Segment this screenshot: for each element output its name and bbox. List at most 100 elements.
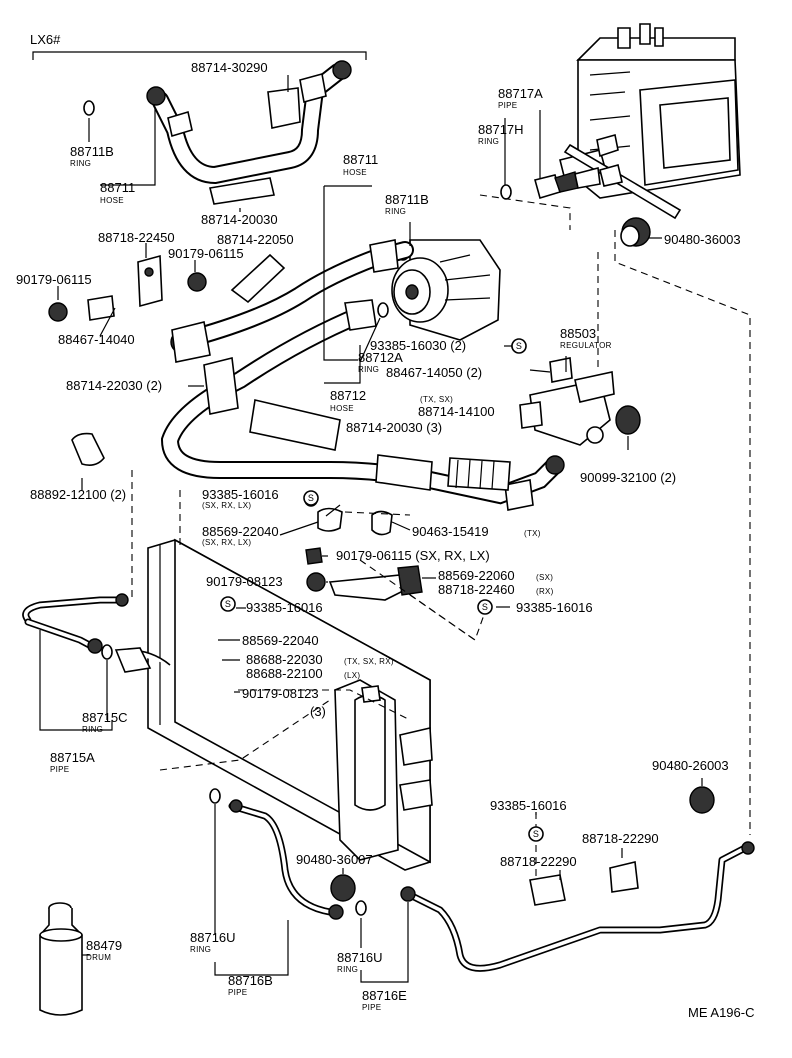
label-88479-sub: DRUM: [86, 953, 111, 962]
svg-text:S: S: [482, 602, 488, 612]
label-88717H: 88717H: [478, 122, 524, 137]
label-93385-16016-d: 93385-16016: [490, 798, 567, 813]
label-88688-22030-note: (TX, SX, RX): [344, 657, 394, 666]
s-symbol-93385-16016-b: [220, 596, 236, 612]
grommet-90480-36003: [620, 217, 651, 247]
label-90179-06115-c: 90179-06115 (SX, RX, LX): [336, 548, 490, 563]
variant-label: LX6#: [30, 32, 61, 47]
s-symbol-93385-16030: [511, 338, 527, 354]
label-88711B-a: 88711B: [70, 144, 114, 159]
leader-lines: [39, 75, 703, 983]
label-93385-16016-a: 93385-16016: [202, 487, 279, 502]
label-88714-14100: 88714-14100: [418, 404, 495, 419]
label-88711-b-sub: HOSE: [343, 168, 367, 177]
label-93385-16016-b: 93385-16016: [246, 600, 323, 615]
hose-88711-main-drawing: [170, 239, 414, 363]
s-symbol-93385-16016-a: [303, 490, 319, 506]
label-90179-08123-b: 90179-08123: [242, 686, 319, 701]
label-88711B-b-sub: RING: [385, 207, 406, 216]
label-88712A: 88712A: [358, 350, 403, 365]
label-88711-a: 88711: [100, 180, 135, 195]
label-88715C-sub: RING: [82, 725, 103, 734]
label-88714-22030: 88714-22030 (2): [66, 378, 162, 393]
label-88479: 88479: [86, 938, 122, 953]
label-88712-sub: HOSE: [330, 404, 354, 413]
label-88892-12100: 88892-12100 (2): [30, 487, 126, 502]
label-88718-22450: 88718-22450: [98, 230, 175, 245]
drum-88479-drawing: [39, 902, 83, 1016]
label-88717A: 88717A: [498, 86, 543, 101]
small-hardware-left: [48, 254, 207, 466]
pipe-88716E-drawing: [400, 786, 755, 972]
label-88716E: 88716E: [362, 988, 407, 1003]
label-88716U-a: 88716U: [190, 930, 236, 945]
label-88716U-b: 88716U: [337, 950, 383, 965]
figure-code: ME A196-C: [688, 1005, 754, 1020]
label-88716B-sub: PIPE: [228, 988, 247, 997]
label-90179-08123-a: 90179-08123: [206, 574, 283, 589]
label-90463-15419: 90463-15419: [412, 524, 489, 539]
label-90099-32100: 90099-32100 (2): [580, 470, 676, 485]
label-88716U-b-sub: RING: [337, 965, 358, 974]
label-88716B: 88716B: [228, 973, 273, 988]
dashed-leader-lines: [131, 194, 751, 878]
label-88503-sub: REGULATOR: [560, 341, 612, 350]
label-88714-20030-a: 88714-20030: [201, 212, 278, 227]
label-88711-a-sub: HOSE: [100, 196, 124, 205]
protector-sleeves: [203, 253, 511, 491]
label-90179-06115-b: 90179-06115: [168, 246, 244, 261]
label-88718-22290-a: 88718-22290: [582, 831, 659, 846]
pipe-88717A-drawing: [500, 166, 601, 200]
label-90480-36007: 90480-36007: [296, 852, 373, 867]
label-88716U-a-sub: RING: [190, 945, 211, 954]
label-88714-30290: 88714-30290: [191, 60, 268, 75]
label-88715A-sub: PIPE: [50, 765, 69, 774]
label-88711B-a-sub: RING: [70, 159, 91, 168]
label-88714-20030-b: 88714-20030 (3): [346, 420, 442, 435]
s-symbol-93385-16016-d: [528, 826, 544, 842]
label-88711-b: 88711: [343, 152, 378, 167]
label-93385-16030: 93385-16030 (2): [370, 338, 466, 353]
hose-88711-lx6-drawing: [83, 60, 352, 205]
label-88688-22100-note: (LX): [344, 671, 360, 680]
label-88718-22460-note: (RX): [536, 587, 554, 596]
label-88717A-sub: PIPE: [498, 101, 517, 110]
s-symbol-93385-16016-c: [477, 599, 493, 615]
lx6-bracket: [32, 51, 367, 60]
svg-text:S: S: [225, 599, 231, 609]
label-88715A: 88715A: [50, 750, 95, 765]
label-88569-22040-a: 88569-22040: [202, 524, 279, 539]
label-88715C: 88715C: [82, 710, 128, 725]
pipe-88715A-drawing: [22, 593, 152, 673]
label-88569-22060-note: (SX): [536, 573, 553, 582]
s-symbols: S S S S S: [220, 338, 544, 842]
label-88569-22040-b: 88569-22040: [242, 633, 319, 648]
part-labels: LX6# 88714-30290 88711B RING 88711 HOSE …: [16, 32, 754, 1020]
label-88467-14040: 88467-14040: [58, 332, 135, 347]
label-88717H-sub: RING: [478, 137, 499, 146]
label-88716E-sub: PIPE: [362, 1003, 381, 1012]
label-88718-22290-b: 88718-22290: [500, 854, 577, 869]
label-93385-16016-a-note: (SX, RX, LX): [202, 501, 251, 510]
svg-text:S: S: [533, 829, 539, 839]
label-88503: 88503: [560, 326, 596, 341]
svg-text:S: S: [516, 341, 522, 351]
label-88688-22100: 88688-22100: [246, 666, 323, 681]
label-90480-36003: 90480-36003: [664, 232, 741, 247]
label-88712: 88712: [330, 388, 366, 403]
condenser-drawing: [119, 538, 433, 871]
svg-text:S: S: [308, 493, 314, 503]
label-88711B-b: 88711B: [385, 192, 429, 207]
label-93385-16016-c: 93385-16016: [516, 600, 593, 615]
label-88714-14100-note: (TX, SX): [420, 395, 453, 404]
label-88714-22050: 88714-22050: [217, 232, 294, 247]
label-88569-22060: 88569-22060: [438, 568, 515, 583]
label-88467-14050: 88467-14050 (2): [386, 365, 482, 380]
evaporator-unit-drawing: [559, 23, 741, 220]
label-90480-26003: 90480-26003: [652, 758, 729, 773]
label-88712A-sub: RING: [358, 365, 379, 374]
pipe-88716B-drawing: [209, 788, 367, 920]
label-90179-06115-a: 90179-06115: [16, 272, 92, 287]
